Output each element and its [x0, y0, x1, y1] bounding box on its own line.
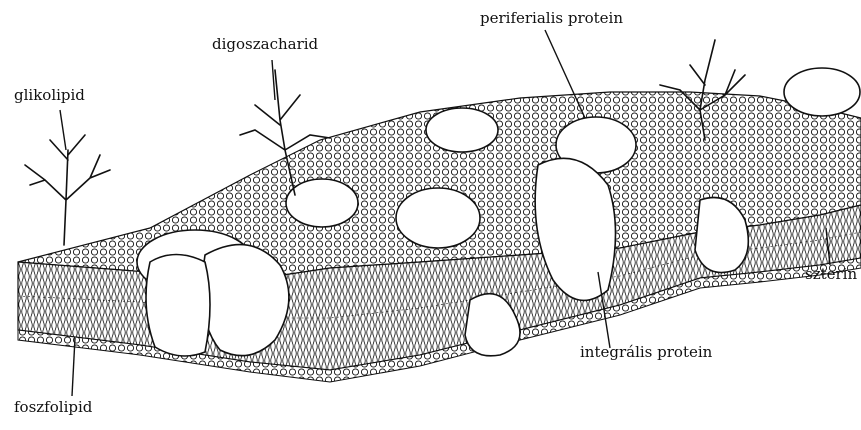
label-glikolipid: glikolipid [14, 88, 85, 103]
protein-blob [146, 255, 210, 357]
leader-glikolipid [60, 110, 66, 150]
protein-blob [202, 245, 289, 356]
protein-blob [784, 68, 860, 116]
label-digoszacharid: digoszacharid [212, 37, 318, 52]
label-integralis-protein: integrális protein [580, 345, 712, 360]
label-periferialis-protein: periferialis protein [480, 11, 623, 26]
leader-digoszacharid [272, 60, 275, 100]
label-foszfolipid: foszfolipid [14, 400, 92, 415]
label-szterin: szterin [805, 267, 857, 282]
protein-blob [286, 179, 358, 227]
protein-blob [396, 188, 480, 248]
protein-blob [426, 108, 498, 152]
